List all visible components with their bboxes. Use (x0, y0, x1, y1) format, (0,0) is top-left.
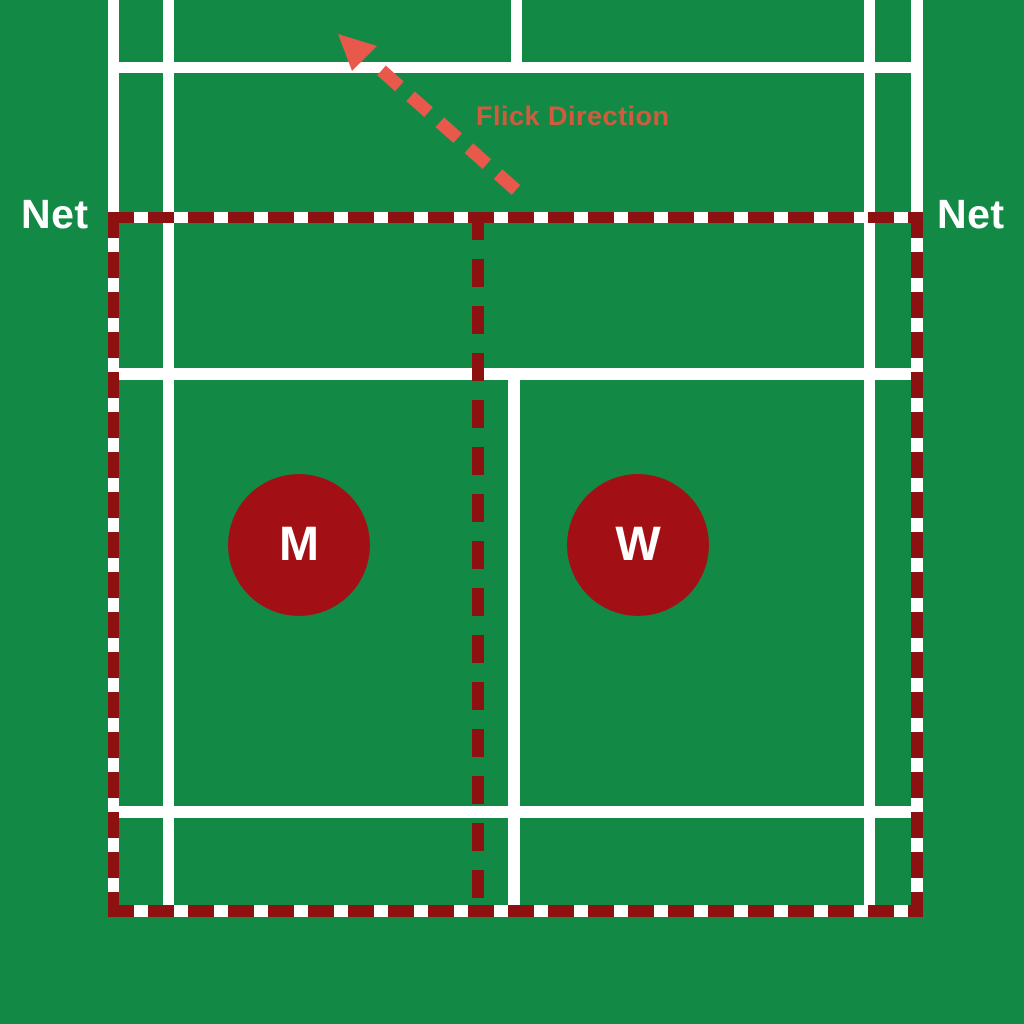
service-area-outline-bottom (108, 905, 923, 917)
service-area-outline-right (911, 212, 923, 917)
player-marker-man-label: M (279, 518, 319, 571)
short-service-line-opponent (108, 62, 923, 73)
service-area-outline-left (108, 212, 119, 917)
net-label-left: Net (21, 191, 89, 237)
player-marker-woman-label: W (615, 518, 661, 571)
net-label-right: Net (937, 191, 1005, 237)
doubles-long-service-line (108, 806, 923, 818)
center-line-opponent-side (511, 0, 522, 73)
singles-sideline-right (864, 0, 875, 911)
player-marker-woman: W (567, 474, 709, 616)
flick-direction-label: Flick Direction (476, 101, 670, 131)
center-line-server-side (508, 368, 520, 911)
short-service-line (108, 368, 923, 380)
singles-sideline-left (163, 0, 174, 911)
service-area-outline-top (108, 212, 923, 223)
player-marker-man: M (228, 474, 370, 616)
service-court-divider (472, 212, 484, 917)
